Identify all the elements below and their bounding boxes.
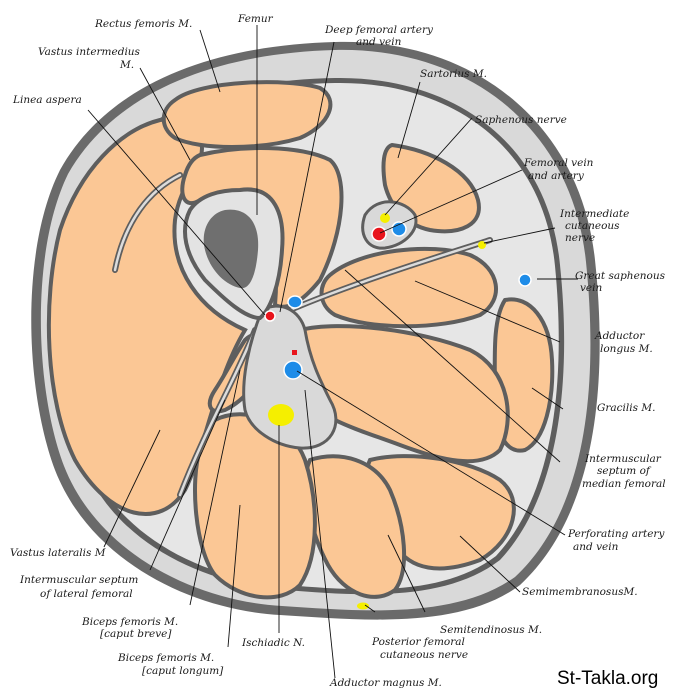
great-saphenous-vein (518, 273, 532, 287)
label-semitendinosus: Semitendinosus M. (440, 624, 542, 636)
femoral-artery (371, 226, 387, 242)
deep-femoral-vein (287, 295, 303, 309)
label-perforating-2: and vein (573, 541, 619, 553)
rectus-femoris-muscle (161, 80, 333, 149)
label-septum-median-2: septum of (597, 465, 652, 477)
label-septum-median-3: median femoral (582, 478, 666, 490)
label-linea-aspera: Linea aspera (12, 94, 82, 106)
label-great-saphenous-2: vein (580, 282, 603, 294)
intermediate-cutaneous-nerve (478, 241, 486, 249)
femoral-vein (391, 221, 407, 237)
label-adductor-longus-1: Adductor (594, 330, 645, 342)
label-perforating-1: Perforating artery (567, 528, 665, 540)
label-septum-lateral-1: Intermuscular septum (19, 574, 138, 586)
label-vastus-lateralis: Vastus lateralis M (10, 547, 106, 559)
label-deep-femoral-2: and vein (356, 36, 402, 48)
label-posterior-cutaneous-1: Posterior femoral (371, 636, 465, 648)
femur-marrow (203, 209, 259, 289)
label-femoral-vein-artery-1: Femoral vein (523, 157, 594, 169)
label-biceps-brevis-2: [caput breve] (100, 628, 172, 640)
saphenous-nerve (380, 213, 390, 223)
label-intermediate-cutaneous-1: Intermediate (559, 208, 629, 220)
label-femoral-vein-artery-2: and artery (528, 170, 585, 182)
label-ischiadic: Ischiadic N. (241, 637, 305, 649)
label-intermediate-cutaneous-3: nerve (565, 232, 595, 244)
label-sartorius: Sartorius M. (420, 68, 487, 80)
label-posterior-cutaneous-2: cutaneous nerve (380, 649, 468, 661)
label-adductor-longus-2: longus M. (600, 343, 653, 355)
deep-femoral-artery (264, 310, 276, 322)
label-vastus-intermedius-2: M. (119, 59, 134, 71)
label-biceps-longum-1: Biceps femoris M. (117, 652, 214, 664)
label-semimembranosus: SemimembranosusM. (522, 586, 638, 598)
label-septum-lateral-2: of lateral femoral (40, 588, 133, 600)
ischiadic-nerve (268, 404, 294, 426)
label-great-saphenous-1: Great saphenous (575, 270, 666, 282)
label-femur: Femur (237, 13, 274, 25)
label-saphenous-nerve: Saphenous nerve (475, 114, 567, 126)
posterior-femoral-cutaneous-nerve (357, 602, 369, 610)
label-adductor-magnus: Adductor magnus M. (329, 677, 442, 689)
label-biceps-longum-2: [caput longum] (142, 665, 224, 677)
perforating-artery (292, 350, 297, 355)
leader-lines (87, 25, 578, 679)
label-septum-median-1: Intermuscular (584, 453, 662, 465)
label-intermediate-cutaneous-2: cutaneous (565, 220, 620, 232)
watermark: St-Takla.org (557, 668, 658, 689)
label-rectus-femoris: Rectus femoris M. (94, 18, 192, 30)
perforating-vein (283, 360, 303, 380)
adductor-longus-muscle (319, 246, 498, 329)
label-deep-femoral-1: Deep femoral artery (324, 24, 434, 36)
label-biceps-brevis-1: Biceps femoris M. (81, 616, 178, 628)
label-gracilis: Gracilis M. (597, 402, 655, 414)
label-vastus-intermedius-1: Vastus intermedius (38, 46, 141, 58)
